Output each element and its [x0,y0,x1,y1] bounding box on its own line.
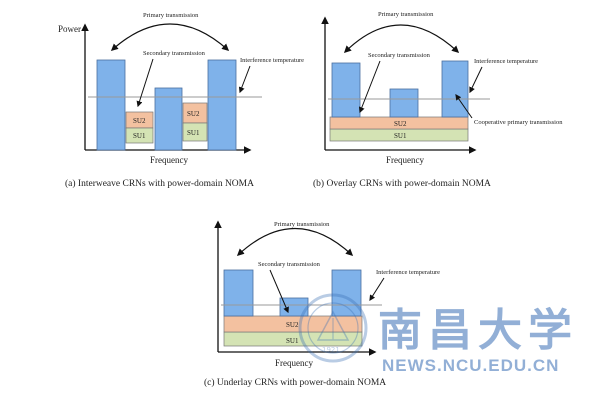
panel-a-su1-right-label: SU1 [187,129,200,137]
panel-b-primary-bar-right [441,60,469,118]
panel-a-interference-arrow [238,65,251,94]
panel-a-secondary-label: Secondary transmission [143,50,206,57]
panel-b-primary-arc [343,24,460,54]
panel-b-cooperative-arrow [455,94,473,119]
panel-a-caption: (a) Interweave CRNs with power-domain NO… [65,178,254,189]
panel-c-primary-arc [236,227,354,256]
panel-a-primary-bar-middle [154,87,183,151]
panel-a: Power Primary transmission SU2 SU1 SU2 S… [58,12,304,189]
panel-b-caption: (b) Overlay CRNs with power-domain NOMA [313,178,491,189]
panel-c-secondary-label: Secondary transmission [258,261,321,268]
panel-b-interference-arrow [469,66,483,94]
panel-c: Primary transmission SU1 SU2 Interferenc… [204,220,440,388]
panel-a-su1-left-label: SU1 [133,132,146,140]
panel-a-interference-label: Interference temperature [240,57,304,64]
panel-c-su1-label: SU1 [286,337,299,345]
panel-b-cooperative-label: Cooperative primary transmission [474,119,563,126]
panel-b-primary-label: Primary transmission [378,11,434,18]
panel-a-frequency-label: Frequency [150,155,188,165]
panel-a-secondary-arrow [136,58,154,108]
panel-a-su2-right-label: SU2 [187,110,200,118]
panel-c-interference-label: Interference temperature [376,269,440,276]
panel-b-interference-label: Interference temperature [474,58,538,65]
panel-b-su2-label: SU2 [394,120,407,128]
panel-a-su1-left [125,127,154,144]
university-seal-logo: 1921 [298,293,368,363]
panel-c-su2-label: SU2 [286,321,299,329]
panel-a-su2-left-label: SU2 [133,117,146,125]
panel-b-su1-label: SU1 [394,132,407,140]
panel-b-secondary-label: Secondary transmission [368,52,431,59]
panel-b-secondary-arrow [358,60,381,114]
panel-c-primary-bar-right [331,269,362,317]
panel-c-frequency-label: Frequency [275,358,313,368]
panel-c-primary-bar-left [223,269,254,317]
panel-a-primary-bar-right [207,59,237,151]
panel-c-interference-arrow [369,277,385,302]
panel-a-primary-label: Primary transmission [143,12,199,19]
university-watermark: 1921 南昌大学 NEWS.NCU.EDU.CN [298,293,578,375]
panel-c-caption: (c) Underlay CRNs with power-domain NOMA [204,377,386,388]
panel-b: Primary transmission SU1 SU2 Interferenc… [313,11,563,189]
panel-a-su1-right [182,122,208,142]
watermark-url: NEWS.NCU.EDU.CN [382,356,559,375]
panel-b-frequency-label: Frequency [386,155,424,165]
panel-a-primary-arc [110,23,230,51]
panel-b-primary-bar-left [331,62,361,118]
panel-c-secondary-arrow [269,269,289,314]
panel-c-primary-label: Primary transmission [274,221,330,228]
seal-year: 1921 [322,346,340,354]
watermark-chinese: 南昌大学 [378,305,578,356]
panel-b-primary-bar-middle [389,88,419,118]
panel-a-power-label: Power [58,24,81,34]
panel-a-primary-bar-left [96,59,126,151]
